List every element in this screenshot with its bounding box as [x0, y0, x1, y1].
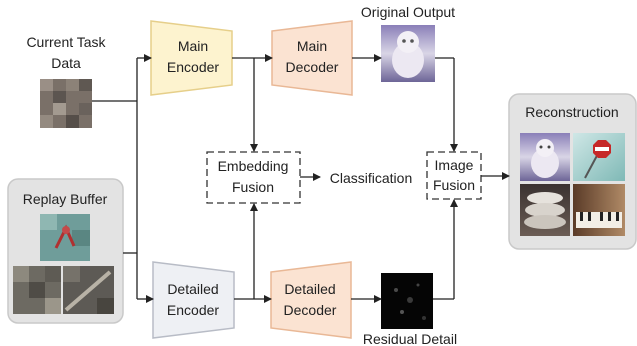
connectors [92, 54, 510, 303]
main-decoder-label-line1: Main [297, 38, 327, 54]
embedding-fusion-label-line1: Embedding [218, 158, 289, 174]
reconstruction-image-stop-sign [573, 133, 625, 181]
replay-image-1 [40, 214, 90, 261]
replay-image-2 [13, 266, 61, 314]
current-task-image [40, 79, 92, 128]
reconstruction-image-bowls [520, 184, 570, 236]
detailed-encoder-label-line1: Detailed [167, 281, 218, 297]
embedding-fusion-label-line2: Fusion [232, 179, 274, 195]
main-decoder-block [271, 20, 353, 96]
reconstruction-image-piano [573, 184, 625, 236]
detailed-decoder-label-line2: Decoder [284, 302, 337, 318]
reconstruction-label: Reconstruction [525, 104, 618, 120]
current-task-label-line2: Data [51, 55, 81, 71]
current-task-label-line1: Current Task [26, 34, 106, 50]
detailed-decoder-block [270, 261, 352, 339]
image-fusion-label-line1: Image [435, 157, 474, 173]
main-encoder-label-line2: Encoder [167, 59, 219, 75]
image-fusion-label-line2: Fusion [433, 177, 475, 193]
detailed-encoder-label-line2: Encoder [167, 302, 219, 318]
classification-label: Classification [330, 170, 412, 186]
replay-image-3 [63, 266, 114, 314]
reconstruction-image-cat [520, 133, 570, 181]
image-fusion-block [426, 151, 482, 200]
original-output-image [381, 25, 435, 82]
detailed-decoder-label-line1: Detailed [284, 281, 335, 297]
replay-buffer-label: Replay Buffer [23, 191, 108, 207]
residual-detail-image [381, 273, 433, 329]
main-encoder-block [150, 20, 233, 96]
main-decoder-label-line2: Decoder [286, 59, 339, 75]
residual-detail-label: Residual Detail [363, 331, 457, 346]
main-encoder-label-line1: Main [178, 38, 208, 54]
original-output-label: Original Output [361, 4, 455, 20]
detailed-encoder-block [152, 261, 235, 339]
